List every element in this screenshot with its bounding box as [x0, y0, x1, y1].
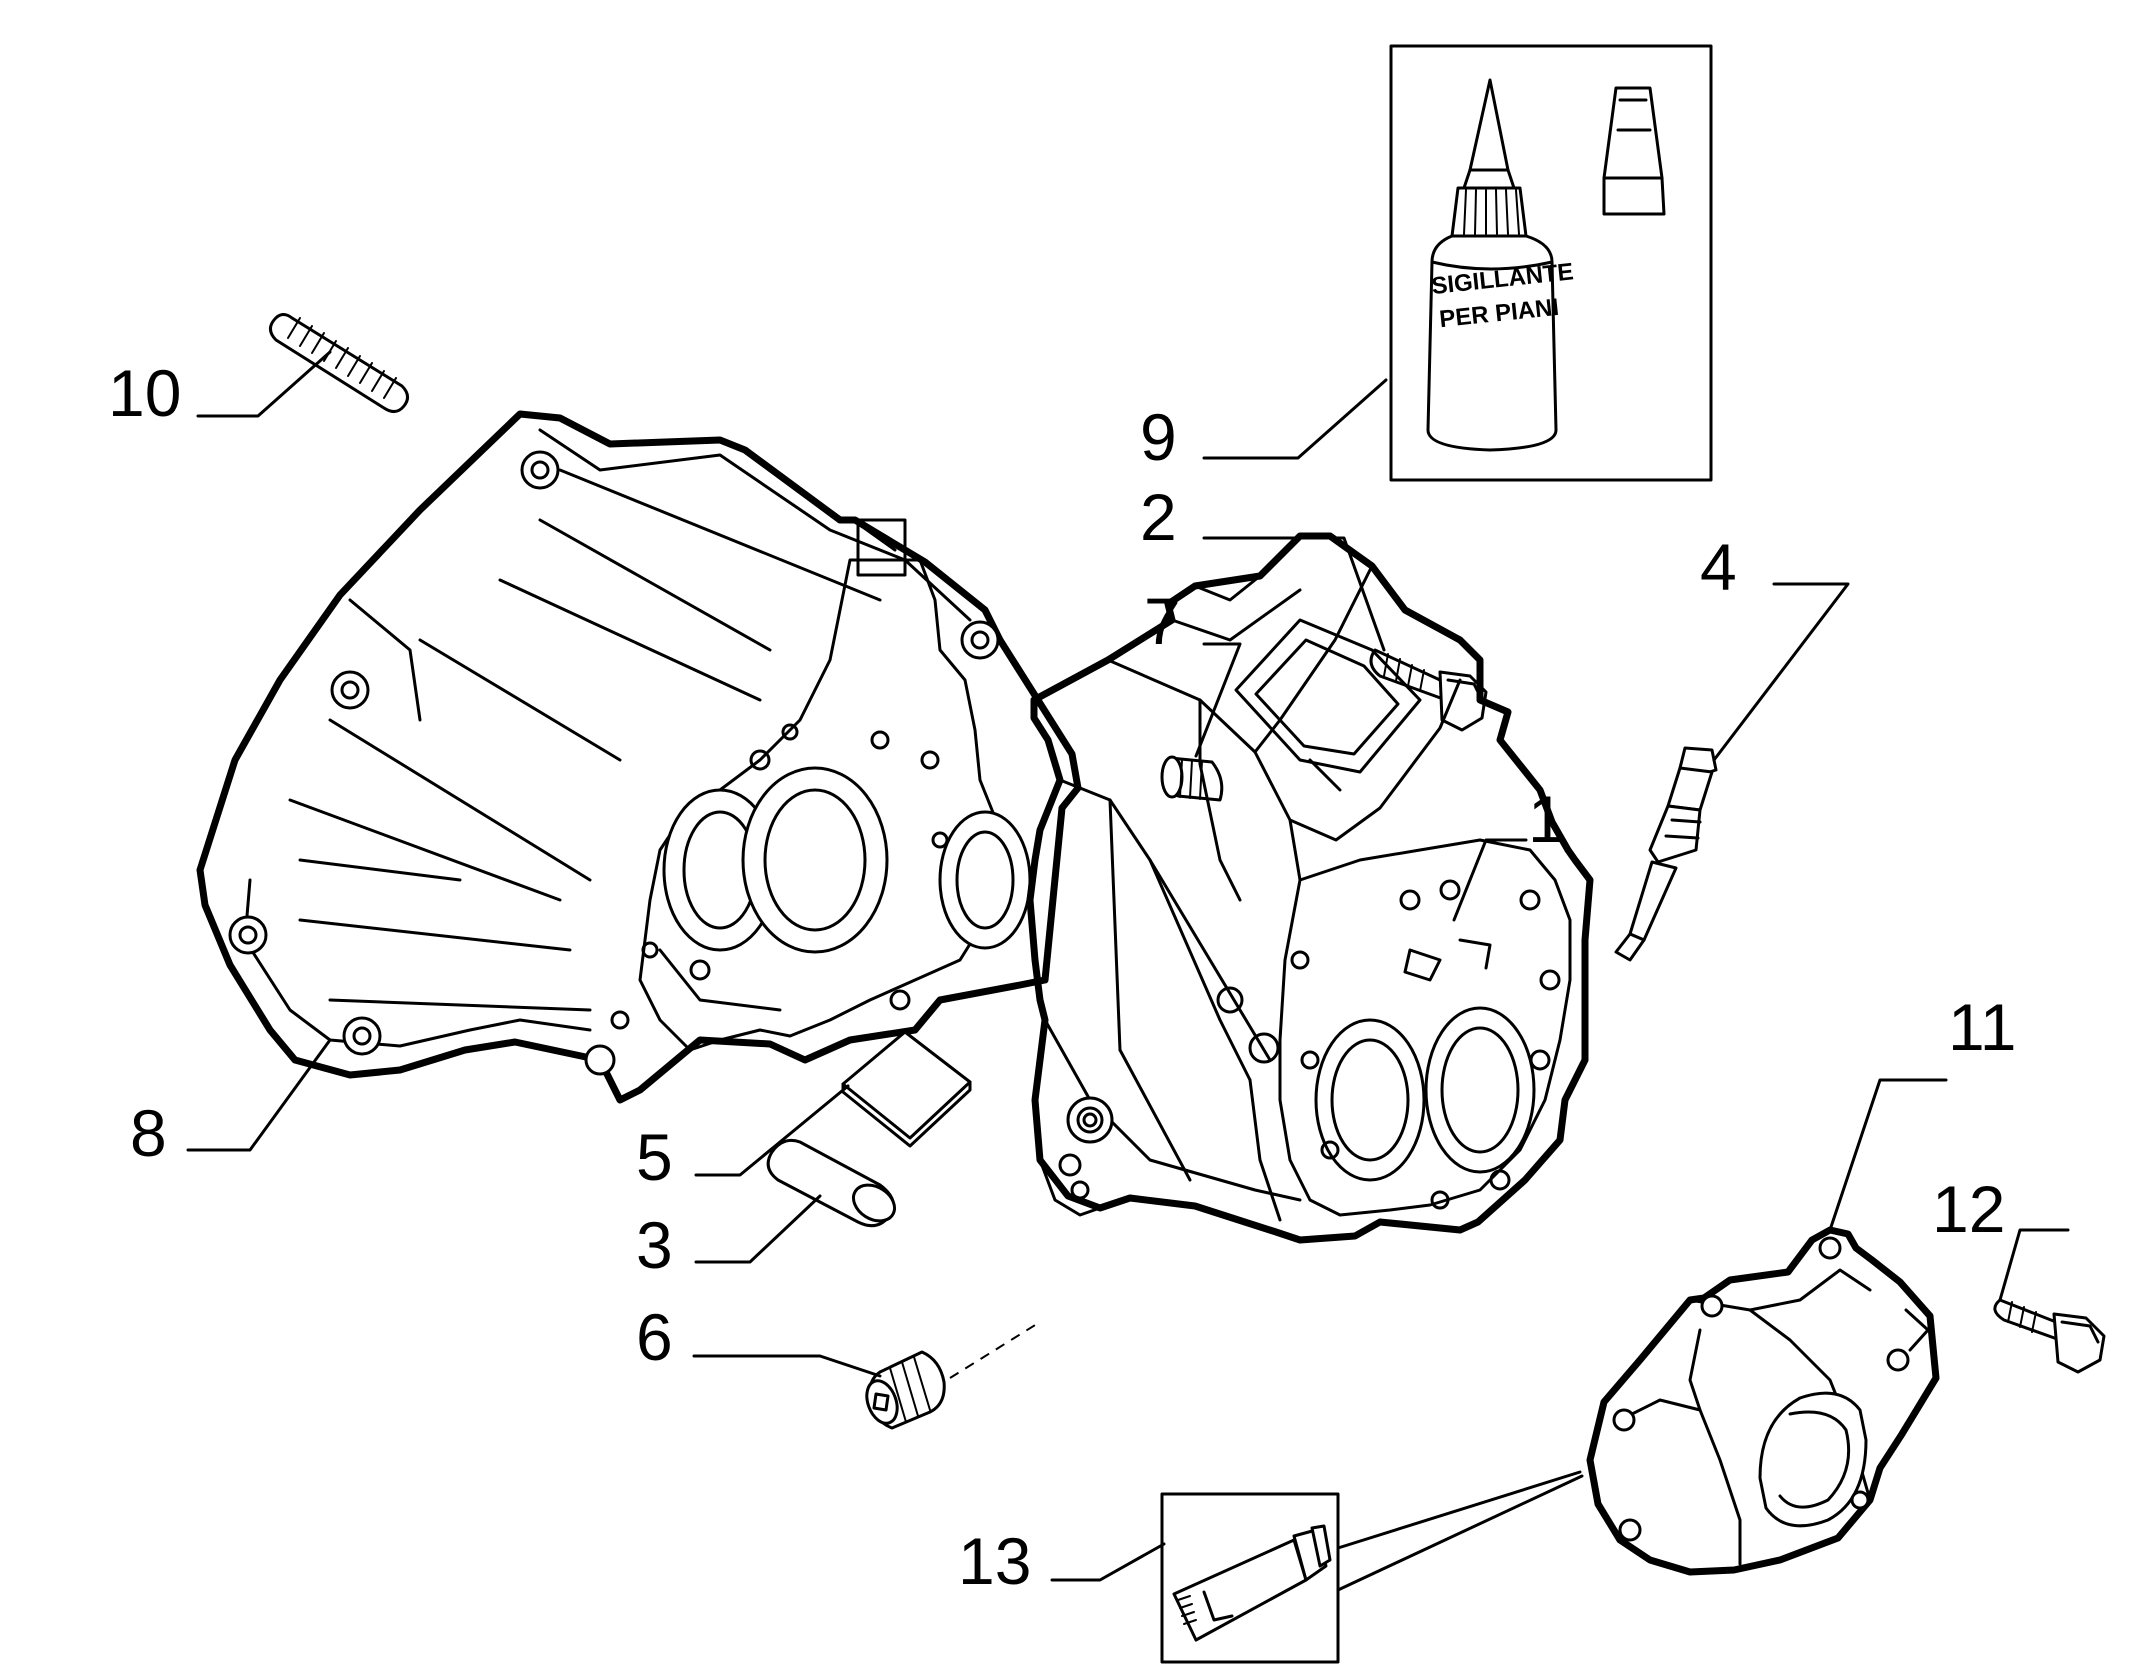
callout-1: 1 [1528, 782, 1565, 856]
part-6-plug [865, 1321, 1041, 1430]
callout-7: 7 [1144, 584, 1181, 658]
callout-5: 5 [636, 1120, 673, 1194]
callout-10: 10 [108, 356, 181, 430]
callout-2: 2 [1140, 480, 1177, 554]
part-3-dowel [766, 1138, 896, 1228]
part-8-clutch-housing [196, 410, 1082, 1104]
leader-4 [1712, 582, 1850, 762]
part-12-bolt [1993, 1298, 2106, 1374]
leader-2 [1202, 536, 1386, 652]
part-10-stud [269, 313, 409, 413]
part-9-box [1389, 44, 1713, 482]
part-13-box [1160, 1492, 1340, 1664]
part-7-threaded-plug [1160, 755, 1224, 802]
part-4-sensor [1614, 746, 1718, 962]
leader-10 [196, 350, 332, 418]
leader-5 [694, 1084, 850, 1177]
leader-9 [1202, 378, 1388, 460]
leader-1 [1452, 838, 1528, 922]
part-13-sealant-tube [1160, 1470, 1584, 1664]
leader-8 [186, 1038, 332, 1152]
leader-7 [1194, 642, 1242, 758]
leader-11 [1828, 1078, 1948, 1232]
part-5-gasket [841, 1030, 972, 1148]
leader-12 [1998, 1228, 2070, 1302]
callout-9: 9 [1140, 400, 1177, 474]
part-2-bolt [1369, 648, 1488, 732]
callout-11: 11 [1948, 990, 2017, 1064]
part-11-rear-cover [1586, 1226, 1940, 1576]
leader-lines [186, 350, 2070, 1582]
part-1-gearbox-case [1026, 532, 1594, 1244]
callout-12: 12 [1932, 1172, 2005, 1246]
leader-3 [694, 1194, 822, 1264]
leader-13 [1050, 1542, 1166, 1582]
leader-6 [692, 1354, 882, 1378]
callout-numbers: 10 9 2 7 4 1 11 12 8 5 3 6 13 [108, 356, 2017, 1598]
callout-3: 3 [636, 1208, 673, 1282]
part-9-sealant-kit: SIGILLANTE PER PIANI [1389, 44, 1713, 482]
callout-6: 6 [636, 1300, 673, 1374]
callout-8: 8 [130, 1096, 167, 1170]
callout-4: 4 [1700, 530, 1737, 604]
callout-13: 13 [958, 1524, 1031, 1598]
